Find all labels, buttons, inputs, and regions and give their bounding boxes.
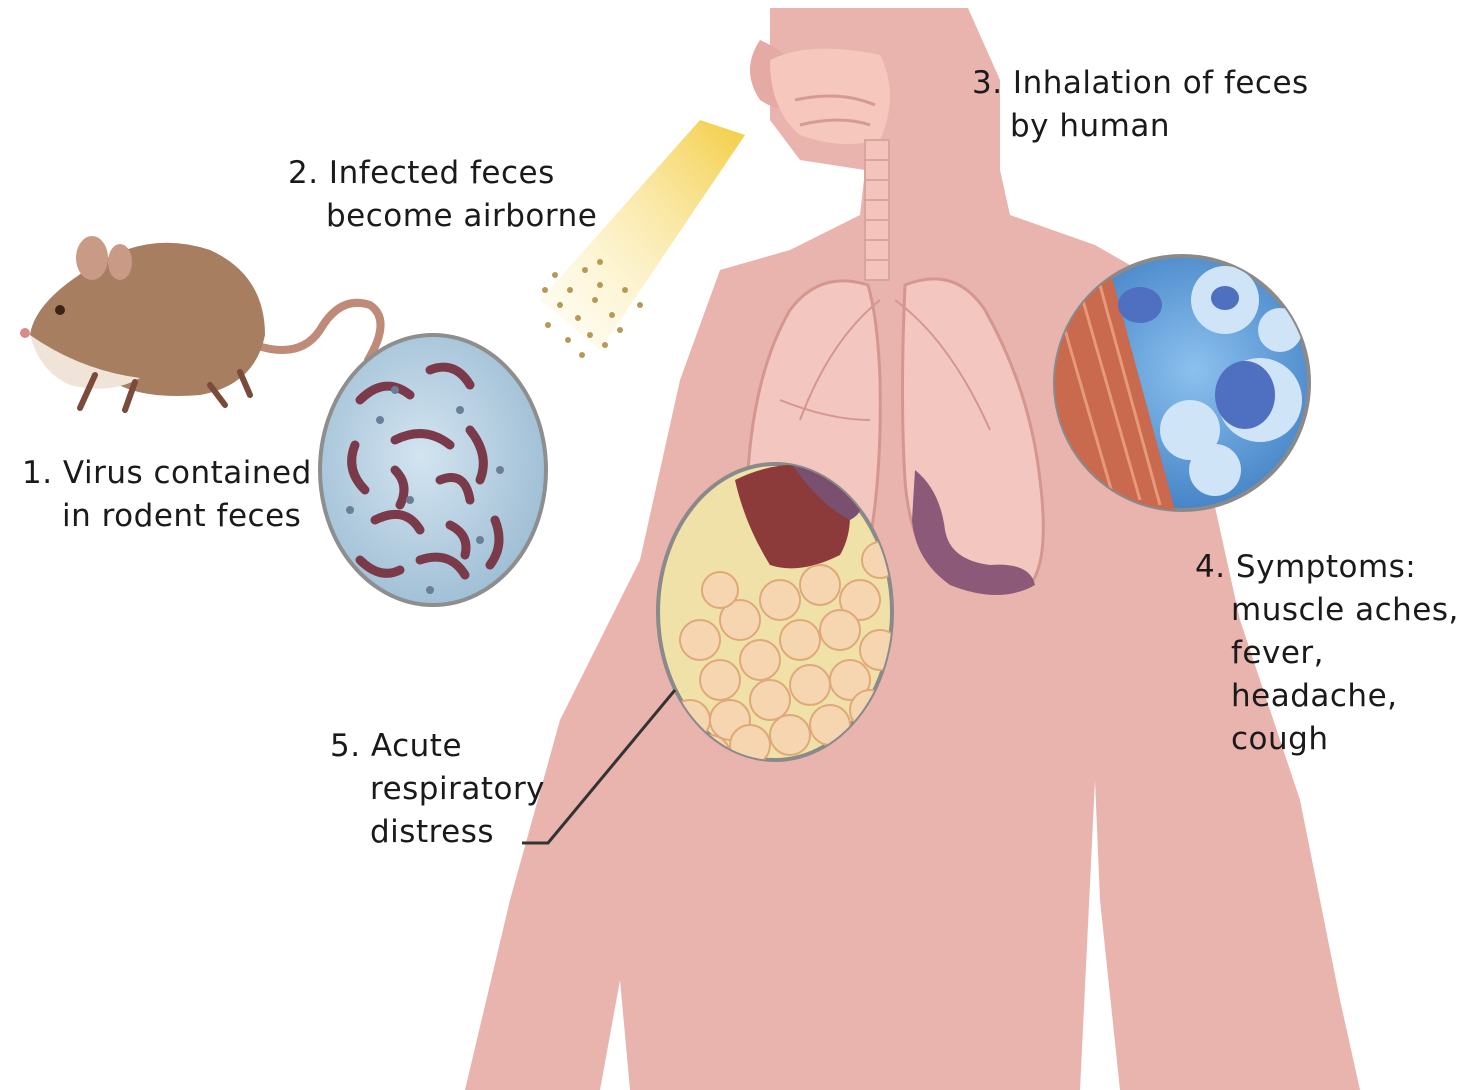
label-step-2-line-2: become airborne xyxy=(288,195,597,238)
label-step-4-line-5: cough xyxy=(1195,718,1459,761)
label-step-3: 3. Inhalation of feces by human xyxy=(972,62,1309,148)
label-step-3-line-2: by human xyxy=(972,105,1309,148)
label-step-5-line-1: 5. Acute xyxy=(330,725,545,768)
label-step-4-line-1: 4. Symptoms: xyxy=(1195,546,1459,589)
label-step-4: 4. Symptoms: muscle aches, fever, headac… xyxy=(1195,546,1459,761)
label-step-3-line-1: 3. Inhalation of feces xyxy=(972,62,1309,105)
label-step-1: 1. Virus contained in rodent feces xyxy=(22,452,312,538)
label-step-1-line-1: 1. Virus contained xyxy=(22,452,312,495)
label-step-5-line-2: respiratory xyxy=(330,768,545,811)
label-step-2-line-1: 2. Infected feces xyxy=(288,152,597,195)
label-step-4-line-2: muscle aches, xyxy=(1195,589,1459,632)
label-step-1-line-2: in rodent feces xyxy=(22,495,312,538)
rodent xyxy=(20,236,381,410)
label-step-5: 5. Acute respiratory distress xyxy=(330,725,545,854)
label-step-5-line-3: distress xyxy=(330,811,545,854)
label-step-4-line-4: headache, xyxy=(1195,675,1459,718)
label-step-2: 2. Infected feces become airborne xyxy=(288,152,597,238)
label-step-4-line-3: fever, xyxy=(1195,632,1459,675)
virus-magnification xyxy=(320,335,546,605)
